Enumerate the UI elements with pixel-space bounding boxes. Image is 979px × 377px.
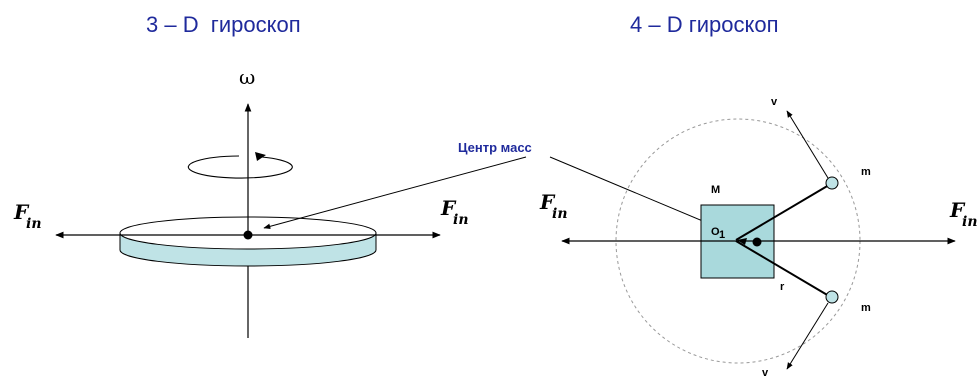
o1-arrowhead — [737, 238, 747, 245]
small-mass-upper — [825, 176, 839, 190]
rod-lower — [735, 240, 830, 297]
omega-label: ω — [239, 65, 255, 89]
force-label-right-inner: F — [949, 198, 966, 222]
center-of-mass-dot-right — [752, 237, 762, 247]
rotation-arrow-icon — [187, 152, 293, 179]
force-label-left-outer-sub: in — [26, 216, 42, 232]
pointer-to-3d-center — [263, 156, 527, 230]
velocity-label-upper: v — [771, 96, 778, 108]
big-mass-label: M — [711, 184, 720, 196]
center-of-mass-label: Центр масс — [458, 140, 532, 155]
force-label-left-outer: F — [13, 200, 30, 224]
small-mass-label-upper: m — [861, 166, 871, 178]
center-of-mass-dot-left — [243, 230, 253, 240]
radius-label: r — [780, 281, 785, 293]
force-label-right-outer: F — [539, 190, 556, 214]
force-label-left-inner-sub: in — [453, 212, 469, 228]
velocity-arrow-lower — [786, 302, 829, 370]
center-of-mass-callout: Центр масс — [263, 140, 749, 241]
velocity-label-lower: v — [762, 367, 769, 377]
title-4d-gyroscope: 4 – D гироскоп — [630, 12, 779, 37]
force-label-right-outer-sub: in — [552, 206, 568, 222]
gyroscope-3d: ω F in F in — [13, 65, 469, 338]
point-o1-sub: 1 — [719, 229, 725, 241]
small-mass-lower — [825, 290, 839, 304]
velocity-arrow-upper — [786, 110, 829, 179]
small-mass-label-lower: m — [861, 302, 871, 314]
title-3d-gyroscope: 3 – D гироскоп — [146, 12, 301, 37]
force-label-left-inner: F — [440, 196, 457, 220]
rod-upper — [735, 184, 830, 241]
point-o1-label: O — [711, 226, 720, 238]
gyroscope-4d: M O 1 r m m v v F in F in — [539, 96, 978, 377]
force-label-right-inner-sub: in — [962, 214, 978, 230]
